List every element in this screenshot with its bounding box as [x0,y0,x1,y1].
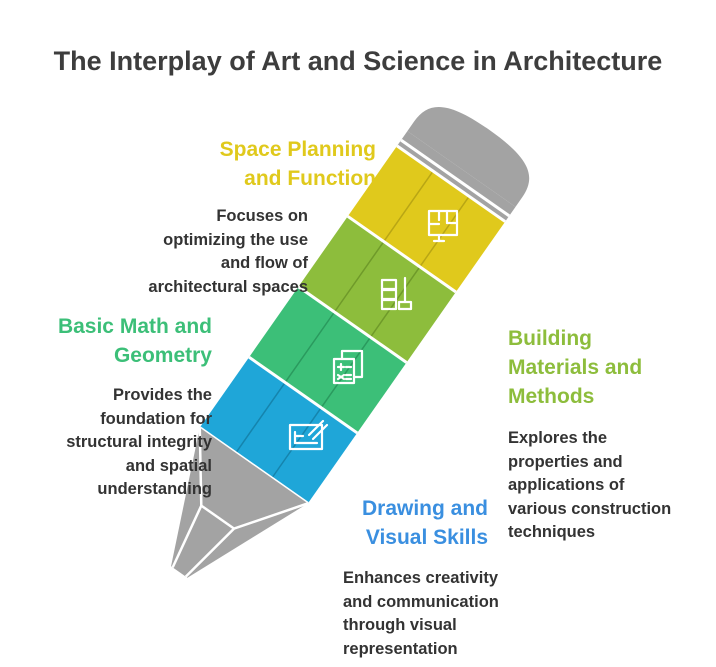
space-planning-description: Focuses on optimizing the use and flow o… [148,207,308,296]
floor-plan-icon [427,209,459,243]
basic-math-heading: Basic Math and Geometry [57,315,212,367]
materials-tools-icon [380,276,413,311]
drawing-skills-description: Enhances creativity and communication th… [343,569,499,658]
segment-space-planning [347,145,506,293]
drawing-board-icon [288,419,329,451]
drawing-skills-heading: Drawing and Visual Skills [361,497,488,549]
building-materials-heading: Building Materials and Methods [508,327,643,408]
space-planning-heading: Space Planning and Function [219,138,376,190]
pencil-tip [171,427,308,578]
calculator-icon [332,349,364,385]
page-title: The Interplay of Art and Science in Arch… [53,46,663,76]
building-materials-description: Explores the properties and applications… [508,429,672,541]
segment-basic-math [249,286,407,433]
pencil-eraser [407,107,530,207]
basic-math-description: Provides the foundation for structural i… [66,386,212,498]
